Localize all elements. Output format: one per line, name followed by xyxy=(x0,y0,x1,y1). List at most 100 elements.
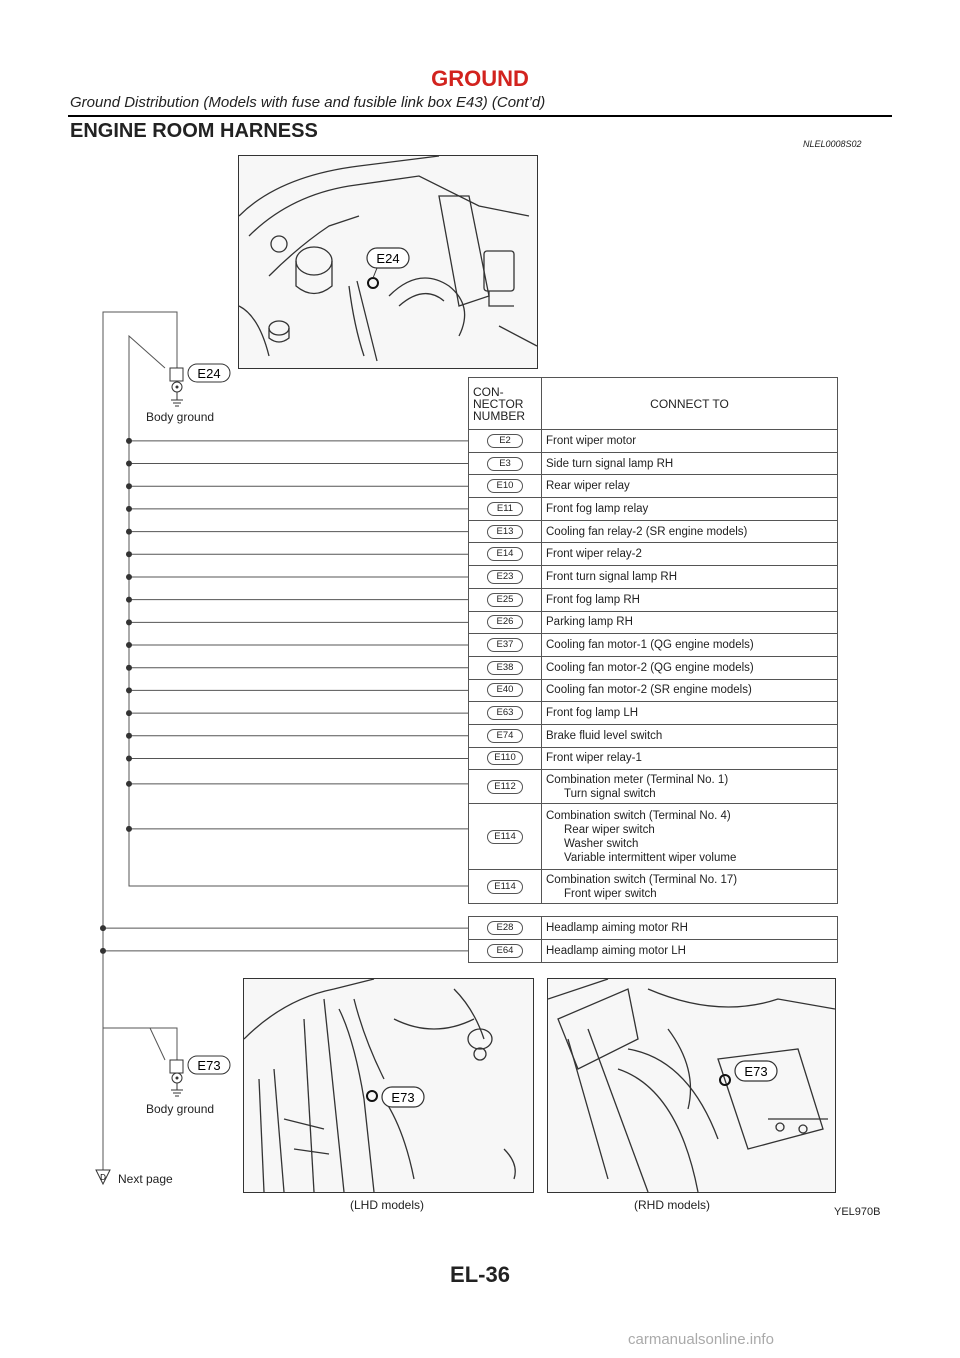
table-row: E114 Combination switch (Terminal No. 4)R… xyxy=(468,803,838,871)
connector-number: E114 xyxy=(487,879,523,894)
connect-to-label: Headlamp aiming motor RH xyxy=(546,922,688,935)
table-gap xyxy=(468,903,838,918)
splice-dot xyxy=(126,687,132,694)
connector-number: E40 xyxy=(487,683,523,698)
caption-lhd: (LHD models) xyxy=(350,1198,425,1212)
connector-number: E26 xyxy=(487,615,523,630)
connect-to-sublabel: Variable intermittent wiper volume xyxy=(564,851,737,864)
ground-connector-e24 xyxy=(169,367,184,382)
connector-number: E2 xyxy=(487,433,523,448)
connector-number: E37 xyxy=(487,638,523,653)
connector-number: E13 xyxy=(487,524,523,539)
splice-dot xyxy=(126,825,132,832)
connect-to-label: Front fog lamp relay xyxy=(546,502,649,515)
table-row: E114 Combination switch (Terminal No. 17)… xyxy=(468,869,838,905)
connector-number: E110 xyxy=(487,751,523,766)
watermark: carmanualsonline.info xyxy=(628,1331,774,1348)
body-ground-label-bottom: Body ground xyxy=(146,1102,215,1116)
table-row: E3 Side turn signal lamp RH xyxy=(468,451,838,476)
connector-number: E10 xyxy=(487,479,523,494)
page-header-title: GROUND xyxy=(431,66,529,91)
splice-dot xyxy=(100,947,106,954)
splice-dot xyxy=(126,505,132,512)
connect-to-sublabel: Rear wiper switch xyxy=(564,823,655,836)
page-number: EL-36 xyxy=(450,1262,510,1287)
next-page-letter: D xyxy=(100,1173,106,1182)
photo-top-callout: E24 xyxy=(376,251,399,266)
connector-number: E11 xyxy=(487,501,523,516)
col-header-connector: CON- NECTOR NUMBER xyxy=(468,377,542,430)
photo-lhd-callout: E73 xyxy=(391,1090,414,1105)
section-code: NLEL0008S02 xyxy=(803,139,862,149)
splice-dot xyxy=(126,437,132,444)
connect-to-label: Cooling fan motor-2 (QG engine models) xyxy=(546,661,754,674)
splice-dot xyxy=(126,664,132,671)
photo-e73-rhd: E73 xyxy=(547,978,836,1193)
connect-to-label: Cooling fan motor-1 (QG engine models) xyxy=(546,639,754,652)
splice-dot xyxy=(126,710,132,717)
section-title: ENGINE ROOM HARNESS xyxy=(70,120,318,142)
connector-number: E114 xyxy=(487,829,523,844)
ground-label-e24: E24 xyxy=(197,366,220,381)
engine-bay-illustration-rhd: E73 xyxy=(548,979,835,1192)
connect-to-label: Side turn signal lamp RH xyxy=(546,457,674,470)
connector-number: E74 xyxy=(487,728,523,743)
splice-dot xyxy=(126,528,132,535)
splice-dot xyxy=(126,596,132,603)
splice-dot xyxy=(126,483,132,490)
connect-to-label: Front fog lamp RH xyxy=(546,593,640,606)
photo-e24-location: E24 xyxy=(238,155,538,369)
connect-to-label: Parking lamp RH xyxy=(546,616,633,629)
splice-dot xyxy=(126,732,132,739)
splice-dot xyxy=(100,925,106,932)
splice-dot xyxy=(126,780,132,787)
connector-number: E23 xyxy=(487,569,523,584)
connect-to-label: Cooling fan relay-2 (SR engine models) xyxy=(546,525,748,538)
connector-number: E112 xyxy=(487,779,523,794)
splice-dot xyxy=(126,642,132,649)
page-header-subtitle: Ground Distribution (Models with fuse an… xyxy=(70,94,546,111)
header-divider xyxy=(68,115,892,117)
connect-to-label: Combination switch (Terminal No. 17) xyxy=(546,873,738,886)
connect-to-label: Rear wiper relay xyxy=(546,480,630,493)
photo-rhd-callout: E73 xyxy=(744,1064,767,1079)
connect-to-label: Front wiper relay-1 xyxy=(546,752,642,765)
engine-bay-illustration-top: E24 xyxy=(239,156,537,362)
connect-to-label: Cooling fan motor-2 (SR engine models) xyxy=(546,684,752,697)
connect-to-sublabel: Turn signal switch xyxy=(564,787,656,800)
next-page-marker xyxy=(95,1169,111,1186)
splice-dot xyxy=(126,551,132,558)
table-row: E13 Cooling fan relay-2 (SR engine models… xyxy=(468,519,838,544)
connect-to-label: Headlamp aiming motor LH xyxy=(546,944,686,957)
photo-e73-lhd: E73 xyxy=(243,978,534,1193)
table-row: E37 Cooling fan motor-1 (QG engine models… xyxy=(468,633,838,657)
connector-number: E3 xyxy=(487,456,523,471)
engine-bay-illustration-lhd: E73 xyxy=(244,979,516,1192)
table-row: E26 Parking lamp RH xyxy=(468,610,838,635)
col-header-connect-to: CONNECT TO xyxy=(541,377,838,430)
table-row: E64 Headlamp aiming motor LH xyxy=(468,939,838,963)
splice-dot xyxy=(126,460,132,467)
ground-connector-e73 xyxy=(169,1059,184,1074)
splice-dot xyxy=(126,755,132,762)
table-row: E11 Front fog lamp relay xyxy=(468,497,838,521)
connector-number: E25 xyxy=(487,592,523,607)
table-row: E40 Cooling fan motor-2 (SR engine models… xyxy=(468,678,838,703)
ground-label-e73: E73 xyxy=(197,1058,220,1073)
splice-dot xyxy=(126,573,132,580)
connect-to-label: Combination switch (Terminal No. 4) xyxy=(546,809,731,822)
table-row: E25 Front fog lamp RH xyxy=(468,587,838,612)
table-row: E10 Rear wiper relay xyxy=(468,474,838,499)
connect-to-label: Brake fluid level switch xyxy=(546,729,663,742)
connector-number: E64 xyxy=(487,943,523,958)
connector-number: E63 xyxy=(487,706,523,721)
connect-to-label: Front wiper relay-2 xyxy=(546,548,642,561)
caption-rhd: (RHD models) xyxy=(634,1198,711,1212)
connector-number: E14 xyxy=(487,547,523,562)
